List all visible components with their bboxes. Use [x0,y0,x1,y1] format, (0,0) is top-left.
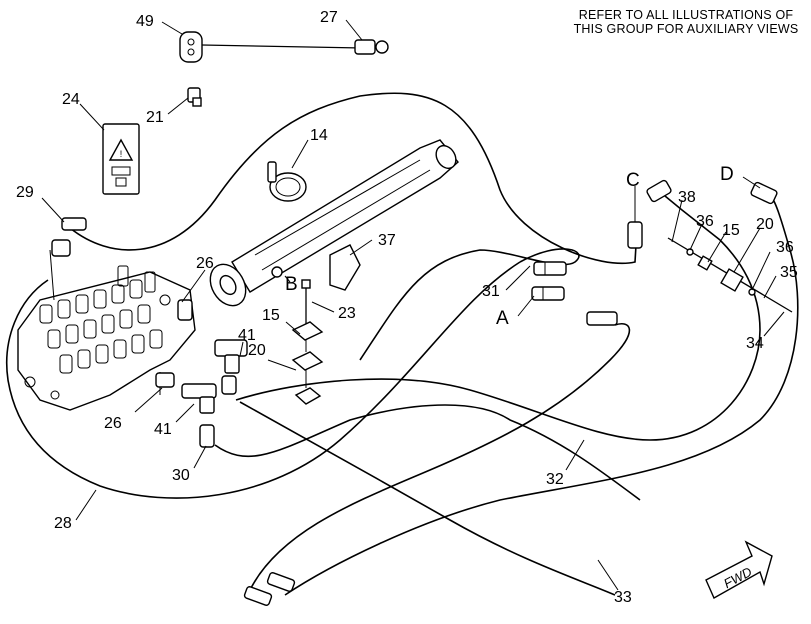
fitting-C [627,200,643,249]
leader-lines [41,19,785,591]
callout-26-upper: 26 [196,255,214,272]
hose-valve-long [239,401,616,596]
sensor-wire-27 [201,44,363,49]
fitting-29 [61,217,87,231]
control-valve-bank [17,249,196,411]
callout-21: 21 [146,109,164,126]
fitting-26 [155,372,175,388]
hose-28-lower [6,261,521,499]
callout-31: 31 [482,283,500,300]
callout-28: 28 [54,515,72,532]
tee-fitting-lower [181,383,217,414]
forward-arrow: FWD [705,540,773,599]
connector-31 [533,261,567,276]
fitting-D [750,181,778,205]
fitting-28-elbow [51,239,71,257]
hose-33-return [284,194,799,596]
callout-20-center: 20 [248,342,266,359]
connector-A [531,286,565,301]
callout-41-lower: 41 [154,421,172,438]
callout-15-center: 15 [262,307,280,324]
callout-36-right: 36 [776,239,794,256]
letter-A: A [496,308,509,329]
hose-28 [69,92,637,264]
bolt-23-stack [291,279,324,405]
fitting-21 [187,87,202,107]
note-line-2: THIS GROUP FOR AUXILIARY VIEWS [573,22,799,36]
hose-32 [235,195,761,441]
callout-34: 34 [746,335,764,352]
callout-23: 23 [338,305,356,322]
elbow-fitting-30 [199,424,215,448]
fwd-label: FWD [721,564,754,591]
callout-20-right: 20 [756,216,774,233]
callout-36-left: 36 [696,213,714,230]
callout-33: 33 [614,589,632,606]
callout-29: 29 [16,184,34,201]
callout-38: 38 [678,189,696,206]
letter-D: D [720,164,734,185]
hose-clamp [267,161,307,202]
hose-33 [249,323,631,591]
callout-labels: 49 27 21 24 14 29 26 37 41 15 23 20 26 4… [16,9,798,606]
callout-26-lower: 26 [104,415,122,432]
callout-14: 14 [310,127,328,144]
note-line-1: REFER TO ALL ILLUSTRATIONS OF [578,8,794,22]
warning-decal-24: ! [102,123,140,195]
callout-41-upper: 41 [238,327,256,344]
tee-fitting-upper [214,339,248,374]
hose-30 [214,404,641,501]
callout-49: 49 [136,13,154,30]
bolt-assembly-right [667,237,793,313]
letter-B: B [285,274,298,295]
callout-30: 30 [172,467,190,484]
callout-35: 35 [780,264,798,281]
fitting-26-upper [177,299,193,321]
connector-mid [586,311,618,326]
fitting-top-right [646,179,672,203]
end-fitting-33a [243,586,273,606]
bracket [329,244,361,291]
callout-15-right: 15 [722,222,740,239]
hose-loop-upper [359,248,580,361]
svg-text:!: ! [120,149,123,159]
sensor-27 [354,39,389,55]
elbow-fitting [221,375,237,395]
letter-C: C [626,170,640,191]
callout-37: 37 [378,232,396,249]
end-fitting-33b [266,572,296,592]
callout-24: 24 [62,91,80,108]
callout-27: 27 [320,9,338,26]
sensor-connector-49 [179,31,203,63]
callout-32: 32 [546,471,564,488]
auxiliary-views-note: REFER TO ALL ILLUSTRATIONS OF THIS GROUP… [562,8,810,36]
hydraulic-cylinder [209,139,459,307]
